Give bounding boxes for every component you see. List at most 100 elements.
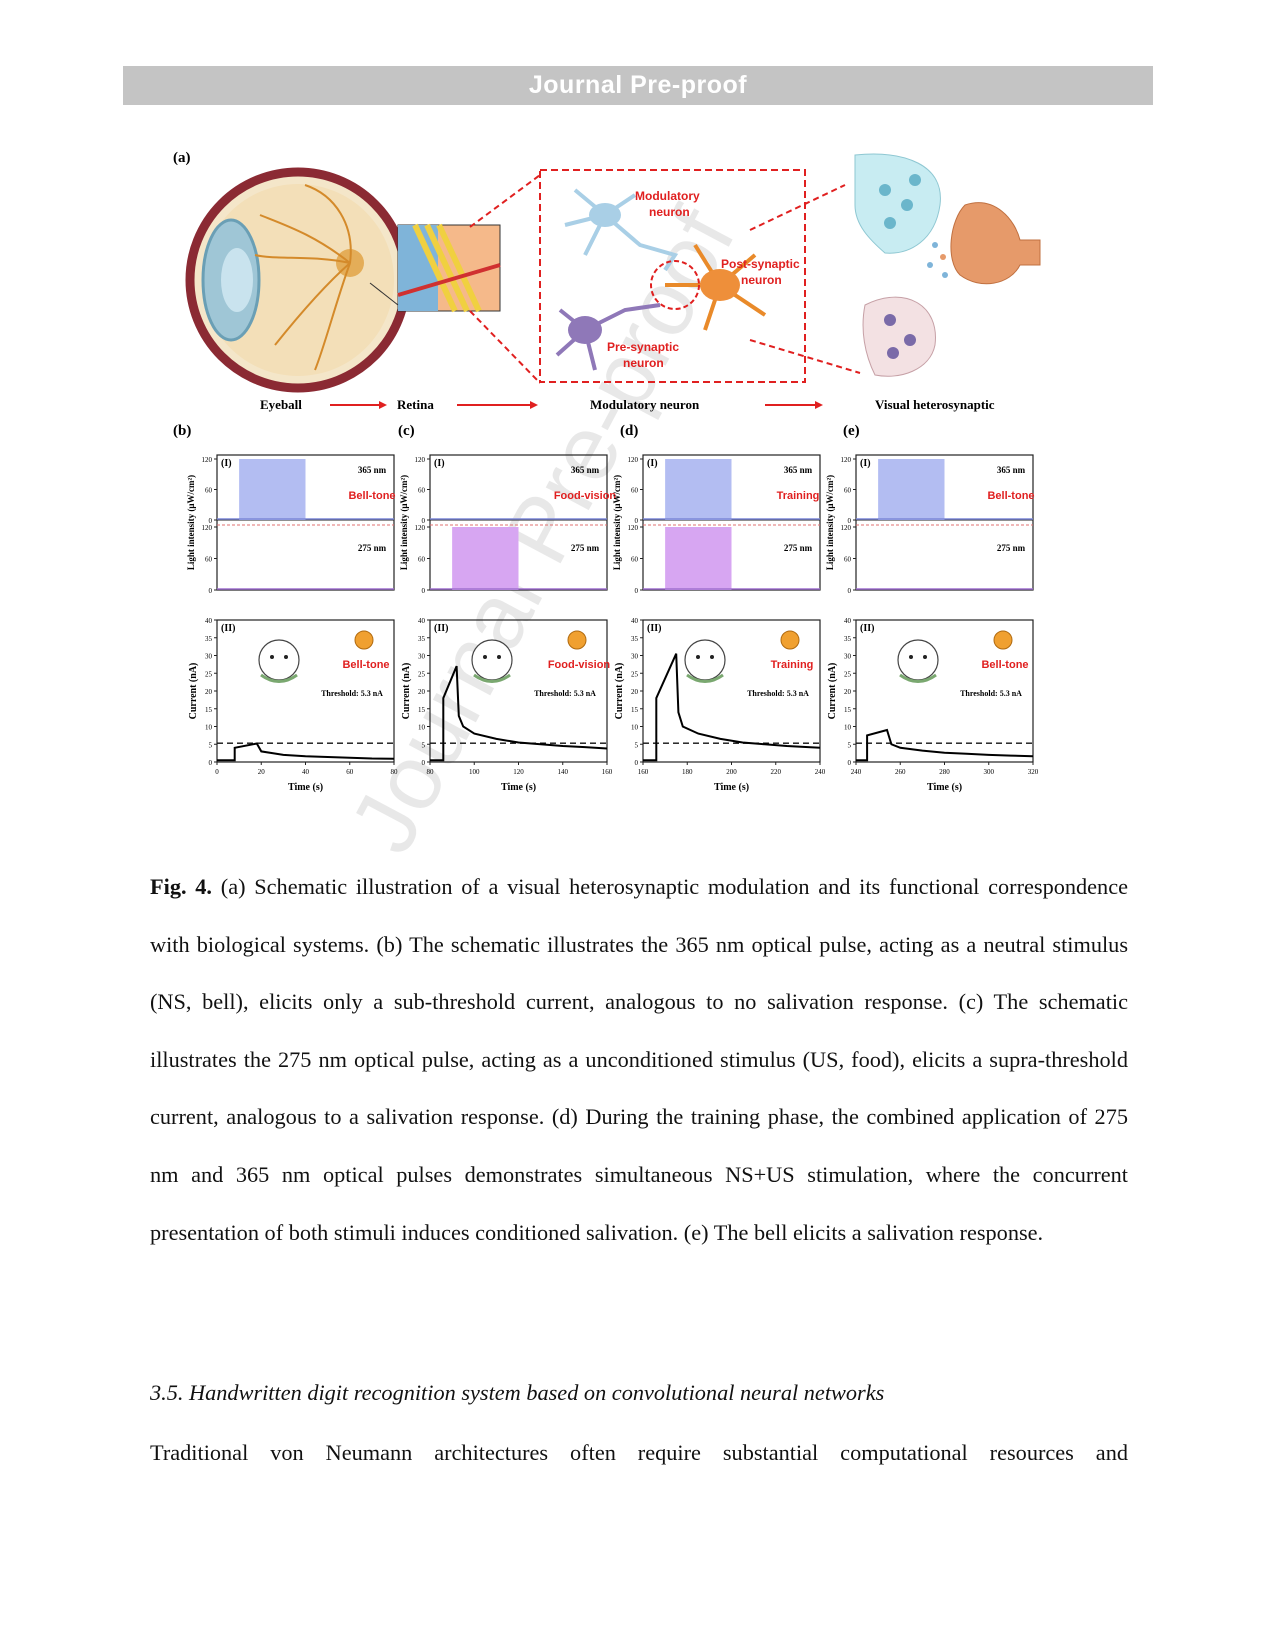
light-ylabel-3: Light intensity (μW/cm²)	[825, 475, 835, 570]
wavelength-label-0-0: 365 nm	[358, 465, 387, 475]
zoom-line-2	[470, 311, 540, 383]
charts-group: 0 60 120 365 nm Bell-tone 0 60 120 275 nm (I) Ligh…	[186, 455, 1039, 793]
dog-eye-right-3	[923, 655, 927, 659]
current-stimulus-label-3: Bell-tone	[981, 659, 1028, 671]
retina-illustration	[398, 225, 500, 311]
current-ytick-label-1: 30	[418, 653, 426, 661]
current-xlabel-3: Time (s)	[927, 782, 962, 793]
dog-illustration-1	[472, 640, 512, 680]
flow-eyeball: Eyeball	[260, 397, 302, 412]
wavelength-label-2-0: 365 nm	[784, 465, 813, 475]
stimulus-label-0: Bell-tone	[348, 490, 395, 502]
wavelength-label-1-1: 275 nm	[571, 543, 600, 553]
current-xtick-label-3: 240	[851, 768, 862, 776]
current-ylabel-2: Current (nA)	[614, 663, 625, 720]
current-xtick-label-1: 160	[602, 768, 613, 776]
light-ytick-label-2-1: 0	[635, 587, 639, 595]
current-xtick-label-2: 180	[682, 768, 693, 776]
light-ytick-label-0-1: 60	[205, 556, 213, 564]
flow-arrow-head-2	[530, 401, 538, 409]
zoom-line-3	[750, 185, 845, 230]
light-ylabel-1: Light intensity (μW/cm²)	[399, 475, 409, 570]
current-xtick-label-1: 100	[469, 768, 480, 776]
label-post-synaptic-1: Post-synaptic	[721, 257, 800, 271]
current-xtick-label-2: 220	[771, 768, 782, 776]
panel-label-b: (b)	[173, 423, 191, 439]
stimulus-icon-1	[568, 631, 586, 649]
threshold-label-2: Threshold: 5.3 nA	[747, 689, 809, 698]
current-ytick-label-3: 30	[844, 653, 852, 661]
panel-label-a: (a)	[173, 150, 191, 166]
light-pulse-2-0	[665, 459, 731, 520]
current-series-3	[856, 730, 1033, 760]
eyeball-illustration	[190, 172, 406, 388]
current-ytick-label-3: 35	[844, 635, 852, 643]
current-xtick-label-1: 120	[513, 768, 524, 776]
current-xtick-label-3: 280	[939, 768, 950, 776]
current-ytick-label-2: 5	[635, 741, 639, 749]
light-ylabel-0: Light intensity (μW/cm²)	[186, 475, 196, 570]
light-chart-title-1: (I)	[434, 458, 445, 469]
light-ytick-label-0-0: 60	[205, 487, 213, 495]
current-ytick-label-2: 25	[631, 670, 639, 678]
current-ytick-label-3: 25	[844, 670, 852, 678]
dog-eye-left-2	[696, 655, 700, 659]
light-chart-title-2: (I)	[647, 458, 658, 469]
current-xtick-label-3: 320	[1028, 768, 1039, 776]
light-pulse-2-1	[665, 527, 731, 590]
flow-arrow-head-1	[379, 401, 387, 409]
light-ytick-label-1-1: 120	[415, 524, 426, 532]
panel-label-e: (e)	[843, 423, 860, 439]
stimulus-icon-3	[994, 631, 1012, 649]
current-ylabel-3: Current (nA)	[827, 663, 838, 720]
current-ytick-label-1: 0	[422, 759, 426, 767]
label-post-synaptic-2: neuron	[741, 273, 782, 287]
light-ytick-label-3-1: 0	[848, 587, 852, 595]
label-modulatory-2: neuron	[649, 205, 690, 219]
figure-caption: Fig. 4. (a) Schematic illustration of a …	[150, 858, 1128, 1261]
current-ytick-label-0: 35	[205, 635, 213, 643]
current-xtick-label-2: 200	[726, 768, 737, 776]
wavelength-label-2-1: 275 nm	[784, 543, 813, 553]
current-ytick-label-0: 30	[205, 653, 213, 661]
current-xtick-label-0: 80	[391, 768, 399, 776]
current-ytick-label-2: 15	[631, 706, 639, 714]
panel-label-c: (c)	[398, 423, 415, 439]
current-ytick-label-2: 0	[635, 759, 639, 767]
light-ytick-label-1-1: 0	[422, 587, 426, 595]
flow-visual-heterosynaptic: Visual heterosynaptic	[875, 397, 995, 412]
current-ytick-label-3: 20	[844, 688, 852, 696]
light-chart-title-3: (I)	[860, 458, 871, 469]
current-ytick-label-1: 5	[422, 741, 426, 749]
current-xtick-label-0: 40	[302, 768, 310, 776]
current-ytick-label-1: 20	[418, 688, 426, 696]
current-chart-title-3: (II)	[860, 623, 874, 634]
light-ytick-label-0-0: 120	[202, 456, 213, 464]
current-ytick-label-0: 0	[209, 759, 213, 767]
current-ylabel-1: Current (nA)	[401, 663, 412, 720]
wavelength-label-1-0: 365 nm	[571, 465, 600, 475]
light-pulse-3-0	[878, 459, 944, 520]
current-ytick-label-1: 10	[418, 724, 426, 732]
current-xtick-label-1: 80	[427, 768, 435, 776]
current-xtick-label-3: 260	[895, 768, 906, 776]
current-ytick-label-3: 10	[844, 724, 852, 732]
current-series-0	[217, 744, 394, 761]
dog-eye-right-2	[710, 655, 714, 659]
current-xtick-label-0: 60	[346, 768, 354, 776]
light-pulse-1-1	[452, 527, 518, 590]
light-ytick-label-3-0: 120	[841, 456, 852, 464]
current-ytick-label-2: 35	[631, 635, 639, 643]
current-xlabel-1: Time (s)	[501, 782, 536, 793]
light-ylabel-2: Light intensity (μW/cm²)	[612, 475, 622, 570]
light-ytick-label-2-0: 120	[628, 456, 639, 464]
current-stimulus-label-0: Bell-tone	[342, 659, 389, 671]
dog-illustration-0	[259, 640, 299, 680]
stimulus-label-1: Food-vision	[554, 490, 617, 502]
threshold-label-3: Threshold: 5.3 nA	[960, 689, 1022, 698]
current-ytick-label-1: 40	[418, 617, 426, 625]
flow-arrow-head-3	[815, 401, 823, 409]
threshold-label-0: Threshold: 5.3 nA	[321, 689, 383, 698]
stimulus-icon-2	[781, 631, 799, 649]
wavelength-label-3-0: 365 nm	[997, 465, 1026, 475]
